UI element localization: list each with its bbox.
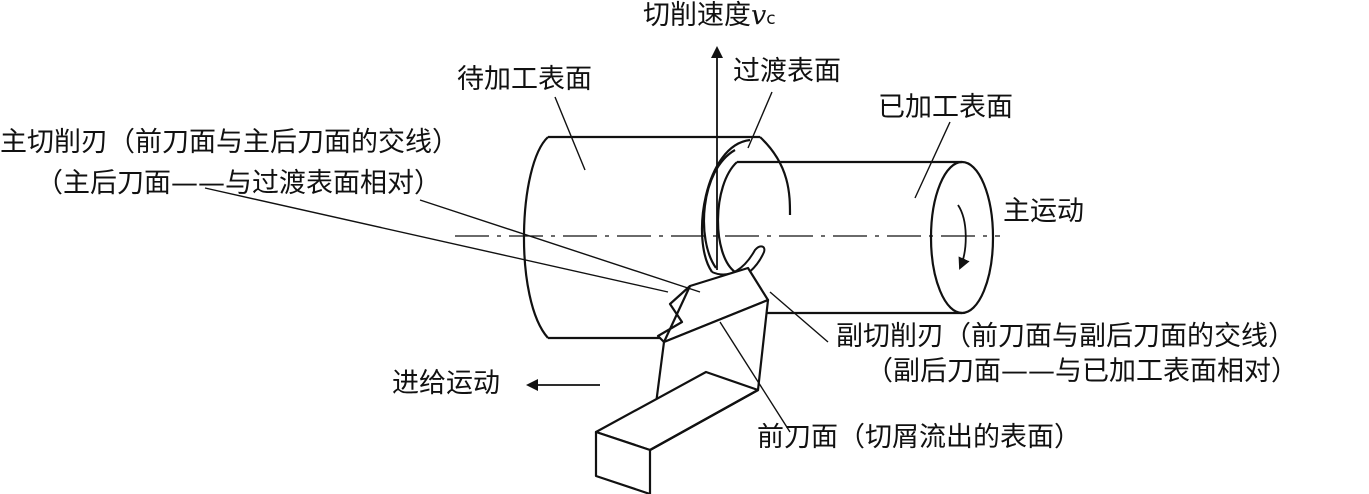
- cutting-speed-label: 切削速度vc: [643, 0, 776, 35]
- transition-surface-ring: [702, 140, 750, 272]
- main-edge-label-line2: （主后刀面——与过渡表面相对）: [36, 168, 441, 199]
- surface-to-be-machined-label: 待加工表面: [457, 64, 592, 95]
- feed-motion-label: 进给运动: [392, 368, 500, 399]
- turning-tool: [596, 268, 768, 494]
- machined-surface-label: 已加工表面: [878, 92, 1013, 123]
- minor-edge-label-line2: （副后刀面——与已加工表面相对）: [866, 356, 1298, 387]
- cutting-speed-subscript: c: [766, 9, 776, 29]
- transition-surface-label: 过渡表面: [733, 56, 841, 87]
- main-motion-arrow: [958, 205, 970, 270]
- cutting-speed-text: 切削速度: [643, 0, 751, 31]
- minor-edge-label-line1: 副切削刃（前刀面与副后刀面的交线）: [836, 321, 1295, 352]
- leader-lines: [205, 92, 950, 432]
- main-edge-label-line1: 主切削刃（前刀面与主后刀面的交线）: [0, 127, 459, 158]
- cutting-speed-symbol: v: [751, 0, 767, 31]
- main-motion-label: 主运动: [1003, 196, 1084, 227]
- unmachined-cylinder: [524, 137, 790, 338]
- rake-face-label: 前刀面（切屑流出的表面）: [757, 422, 1081, 453]
